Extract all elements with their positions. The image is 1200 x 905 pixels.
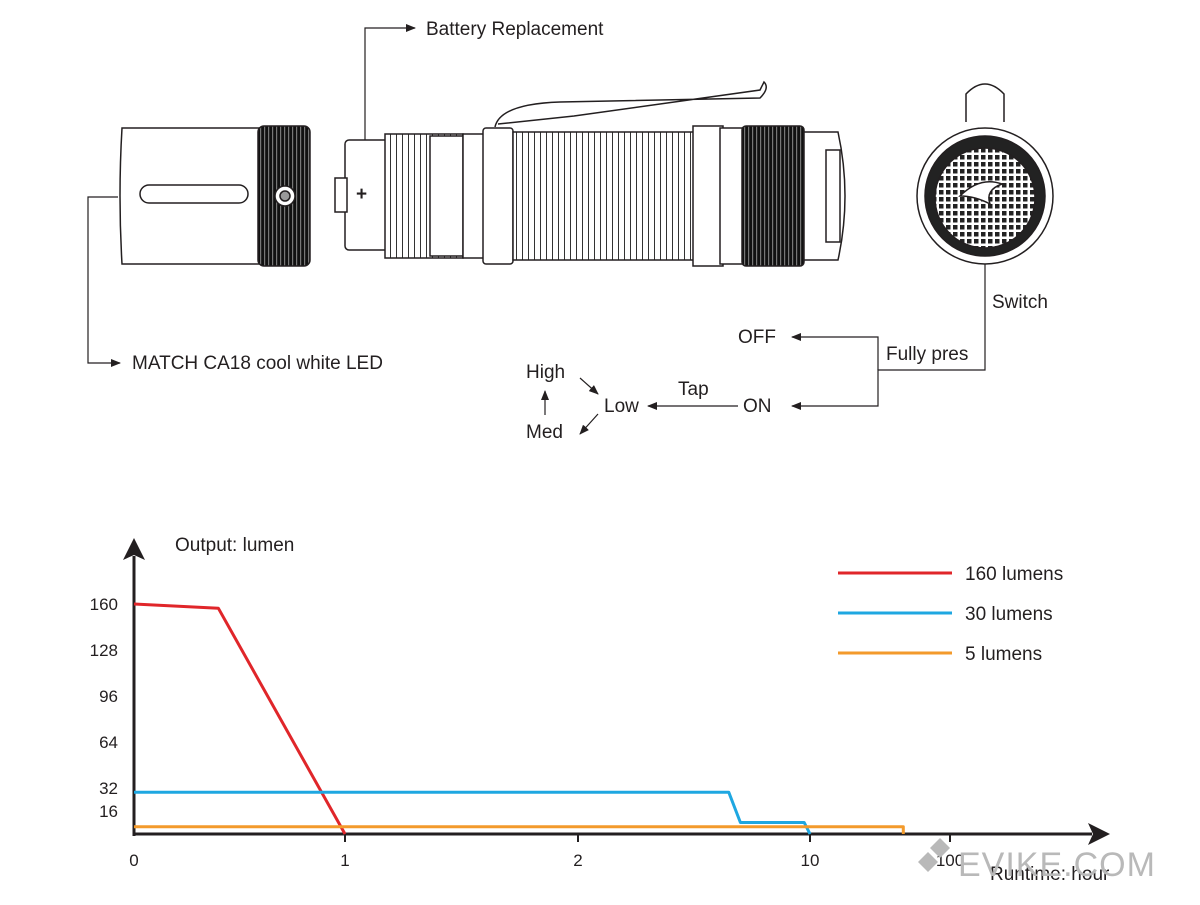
x-tick-label: 100 bbox=[936, 851, 964, 870]
watermark-text: EVIKE.COM bbox=[958, 846, 1156, 884]
flashlight-body-illustration: + bbox=[334, 80, 846, 267]
x-tick-label: 2 bbox=[573, 851, 582, 870]
battery-plus-sign: + bbox=[356, 184, 367, 205]
y-tick-label: 64 bbox=[99, 733, 118, 752]
x-tick-label: 10 bbox=[801, 851, 820, 870]
off-label: OFF bbox=[738, 327, 776, 348]
switch-label: Switch bbox=[992, 292, 1048, 313]
fully-press-label: Fully pres bbox=[886, 344, 968, 365]
y-tick-labels: 160 128 96 64 32 16 bbox=[90, 595, 118, 821]
legend-label: 160 lumens bbox=[965, 564, 1063, 585]
x-tick-label: 0 bbox=[129, 851, 138, 870]
led-label: MATCH CA18 cool white LED bbox=[132, 353, 383, 374]
med-mode-label: Med bbox=[526, 422, 563, 443]
tap-label: Tap bbox=[678, 379, 709, 400]
series-line-1 bbox=[133, 602, 347, 835]
y-axis-title: Output: lumen bbox=[175, 535, 294, 556]
series-line-3 bbox=[134, 825, 905, 834]
low-mode-label: Low bbox=[604, 396, 639, 417]
legend-label: 5 lumens bbox=[965, 644, 1042, 665]
series-lines bbox=[133, 602, 905, 835]
x-axis-title: Runtime: hour bbox=[990, 864, 1110, 885]
y-tick-label: 96 bbox=[99, 687, 118, 706]
watermark: EVIKE.COM bbox=[918, 838, 1156, 884]
high-mode-label: High bbox=[526, 362, 565, 383]
x-tick-label: 1 bbox=[340, 851, 349, 870]
y-tick-label: 32 bbox=[99, 779, 118, 798]
watermark-logo-icon bbox=[918, 838, 950, 872]
chart-legend: 160 lumens 30 lumens 5 lumens bbox=[838, 564, 1063, 665]
battery-replacement-label: Battery Replacement bbox=[426, 19, 604, 40]
y-tick-label: 16 bbox=[99, 802, 118, 821]
legend-label: 30 lumens bbox=[965, 604, 1053, 625]
x-tick-labels: 0 1 2 10 100 bbox=[129, 834, 964, 870]
y-tick-label: 160 bbox=[90, 595, 118, 614]
y-tick-label: 128 bbox=[90, 641, 118, 660]
callout-lines bbox=[87, 24, 986, 435]
runtime-chart: Output: lumen Runtime: hour 160128966432… bbox=[90, 535, 1110, 885]
callout-text: Battery Replacement MATCH CA18 cool whit… bbox=[132, 19, 1048, 443]
on-label: ON bbox=[743, 396, 772, 417]
flashlight-head-illustration bbox=[119, 125, 311, 267]
flashlight-tailcap-illustration bbox=[916, 83, 1054, 265]
